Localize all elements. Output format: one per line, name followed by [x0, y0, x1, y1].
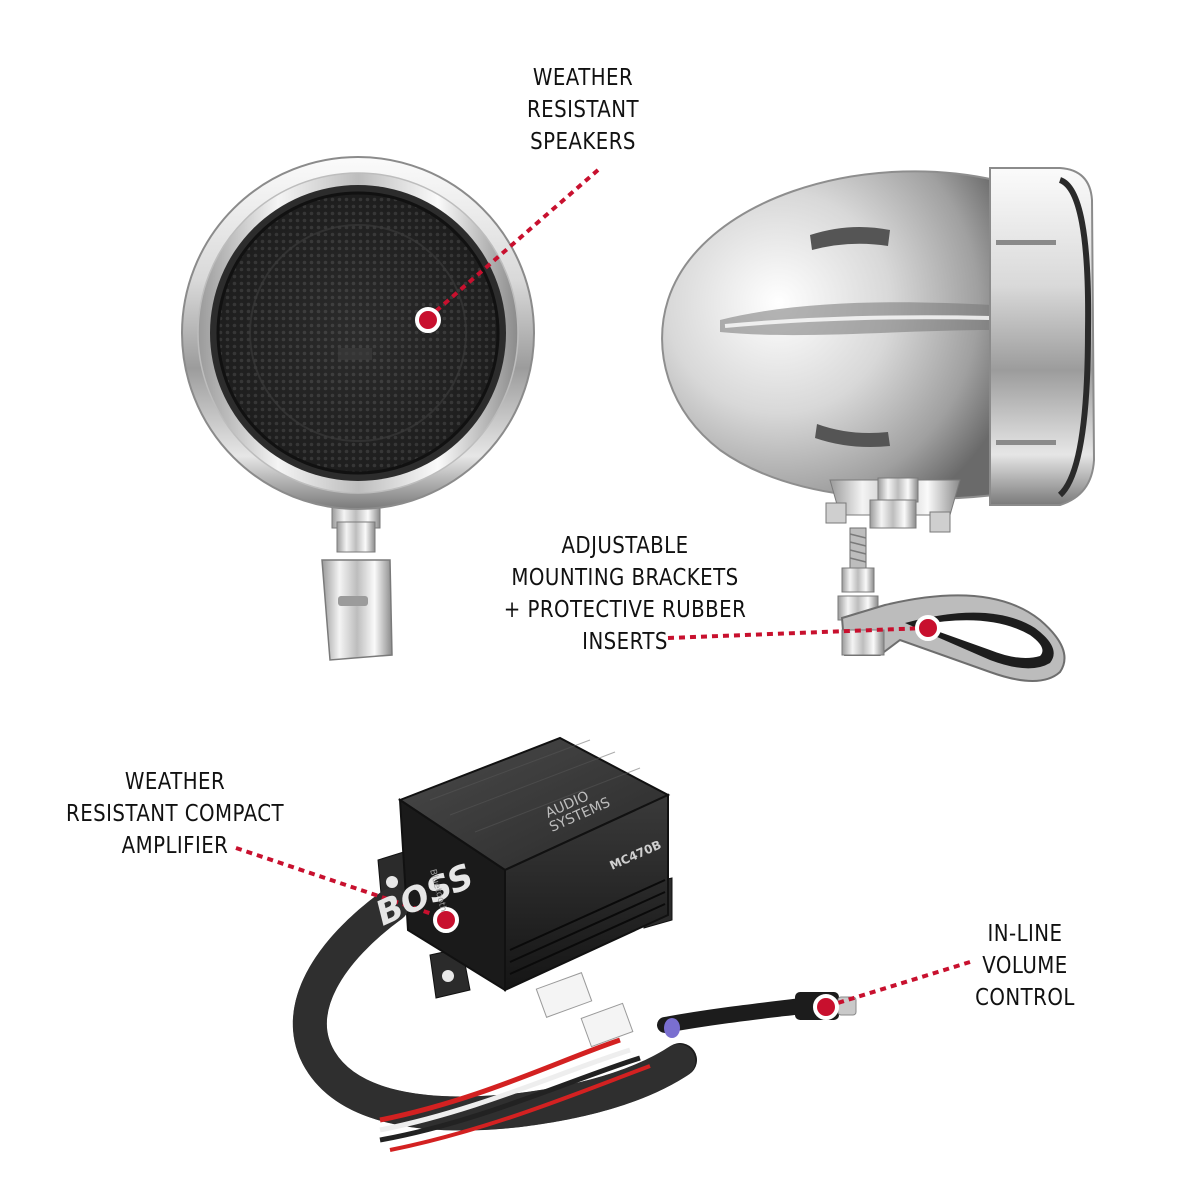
amplifier-unit: [377, 736, 673, 999]
callout-brackets-line-1: ADJUSTABLE: [561, 533, 689, 559]
callout-volume-line-1: IN-LINE: [987, 921, 1063, 947]
side-speaker: [661, 167, 1096, 682]
amp-callout-dot: [433, 907, 459, 933]
callout-speakers: WEATHER RESISTANT SPEAKERS: [510, 62, 656, 158]
callout-speakers-line-1: WEATHER: [532, 65, 634, 91]
front-speaker: [181, 156, 535, 661]
callout-speakers-line-3: SPEAKERS: [530, 129, 636, 155]
bracket-callout-dot: [915, 615, 941, 641]
callout-amplifier-line-3: AMPLIFIER: [121, 833, 229, 859]
callout-volume: IN-LINE VOLUME CONTROL: [961, 918, 1090, 1014]
callout-brackets-line-3: + PROTECTIVE RUBBER: [503, 597, 747, 623]
callout-brackets: ADJUSTABLE MOUNTING BRACKETS + PROTECTIV…: [492, 530, 759, 658]
speaker-callout-dot: [415, 307, 441, 333]
callout-volume-line-2: VOLUME: [982, 953, 1068, 979]
wiring-harness: [293, 888, 857, 1152]
callout-volume-line-3: CONTROL: [975, 985, 1075, 1011]
callout-amplifier: WEATHER RESISTANT COMPACT AMPLIFIER: [59, 766, 291, 862]
callout-leaders: [235, 168, 971, 1020]
callout-speakers-line-2: RESISTANT: [526, 97, 640, 123]
callout-amplifier-line-1: WEATHER: [124, 769, 226, 795]
callout-amplifier-line-2: RESISTANT COMPACT: [66, 801, 284, 827]
callout-brackets-line-4: INSERTS: [582, 629, 668, 655]
volume-callout-dot: [813, 994, 839, 1020]
callout-brackets-line-2: MOUNTING BRACKETS: [511, 565, 739, 591]
